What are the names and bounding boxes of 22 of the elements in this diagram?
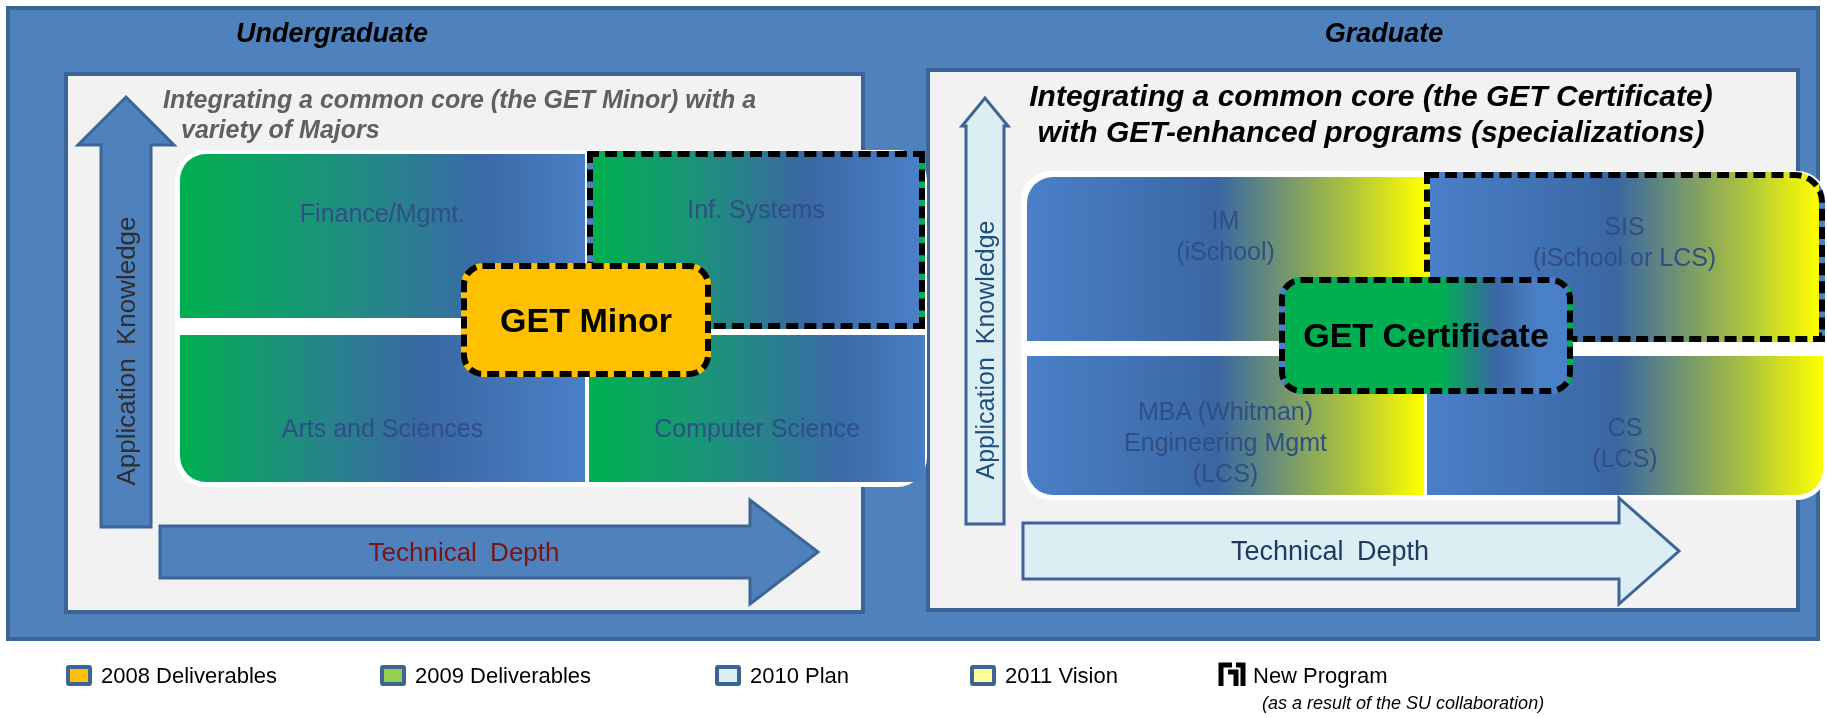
core-program-label: GET Minor: [500, 300, 672, 340]
program-label: (iSchool): [1176, 236, 1275, 267]
program-box: [180, 335, 585, 482]
core-program-box: [461, 263, 711, 377]
legend-label: 2009 Deliverables: [415, 663, 592, 689]
legend-label: New Program: [1253, 663, 1388, 689]
program-box: [1427, 356, 1823, 495]
section-heading: Graduate: [1324, 18, 1444, 49]
legend-label: 2011 Vision: [1005, 663, 1118, 689]
legend-label: 2008 Deliverables: [101, 663, 278, 689]
program-box: [589, 335, 925, 482]
axis-label: Technical Depth: [1230, 537, 1430, 565]
legend-note: (as a result of the SU collaboration): [1262, 693, 1545, 714]
axis-label: Application Knowledge: [972, 220, 998, 480]
axis-label: Application Knowledge: [113, 216, 139, 486]
program-box: [1027, 356, 1424, 495]
program-label: Finance/Mgmt.: [299, 198, 466, 229]
section-subtitle: Integrating a common core (the GET Certificate) with GET-enhanced programs (specializations): [1028, 78, 1714, 150]
legend-label: 2010 Plan: [750, 663, 850, 689]
section-subtitle: Integrating a common core (the GET Minor) with a variety of Majors: [163, 84, 758, 144]
section-heading: Undergraduate: [236, 18, 428, 49]
axis-label: Technical Depth: [368, 539, 560, 565]
